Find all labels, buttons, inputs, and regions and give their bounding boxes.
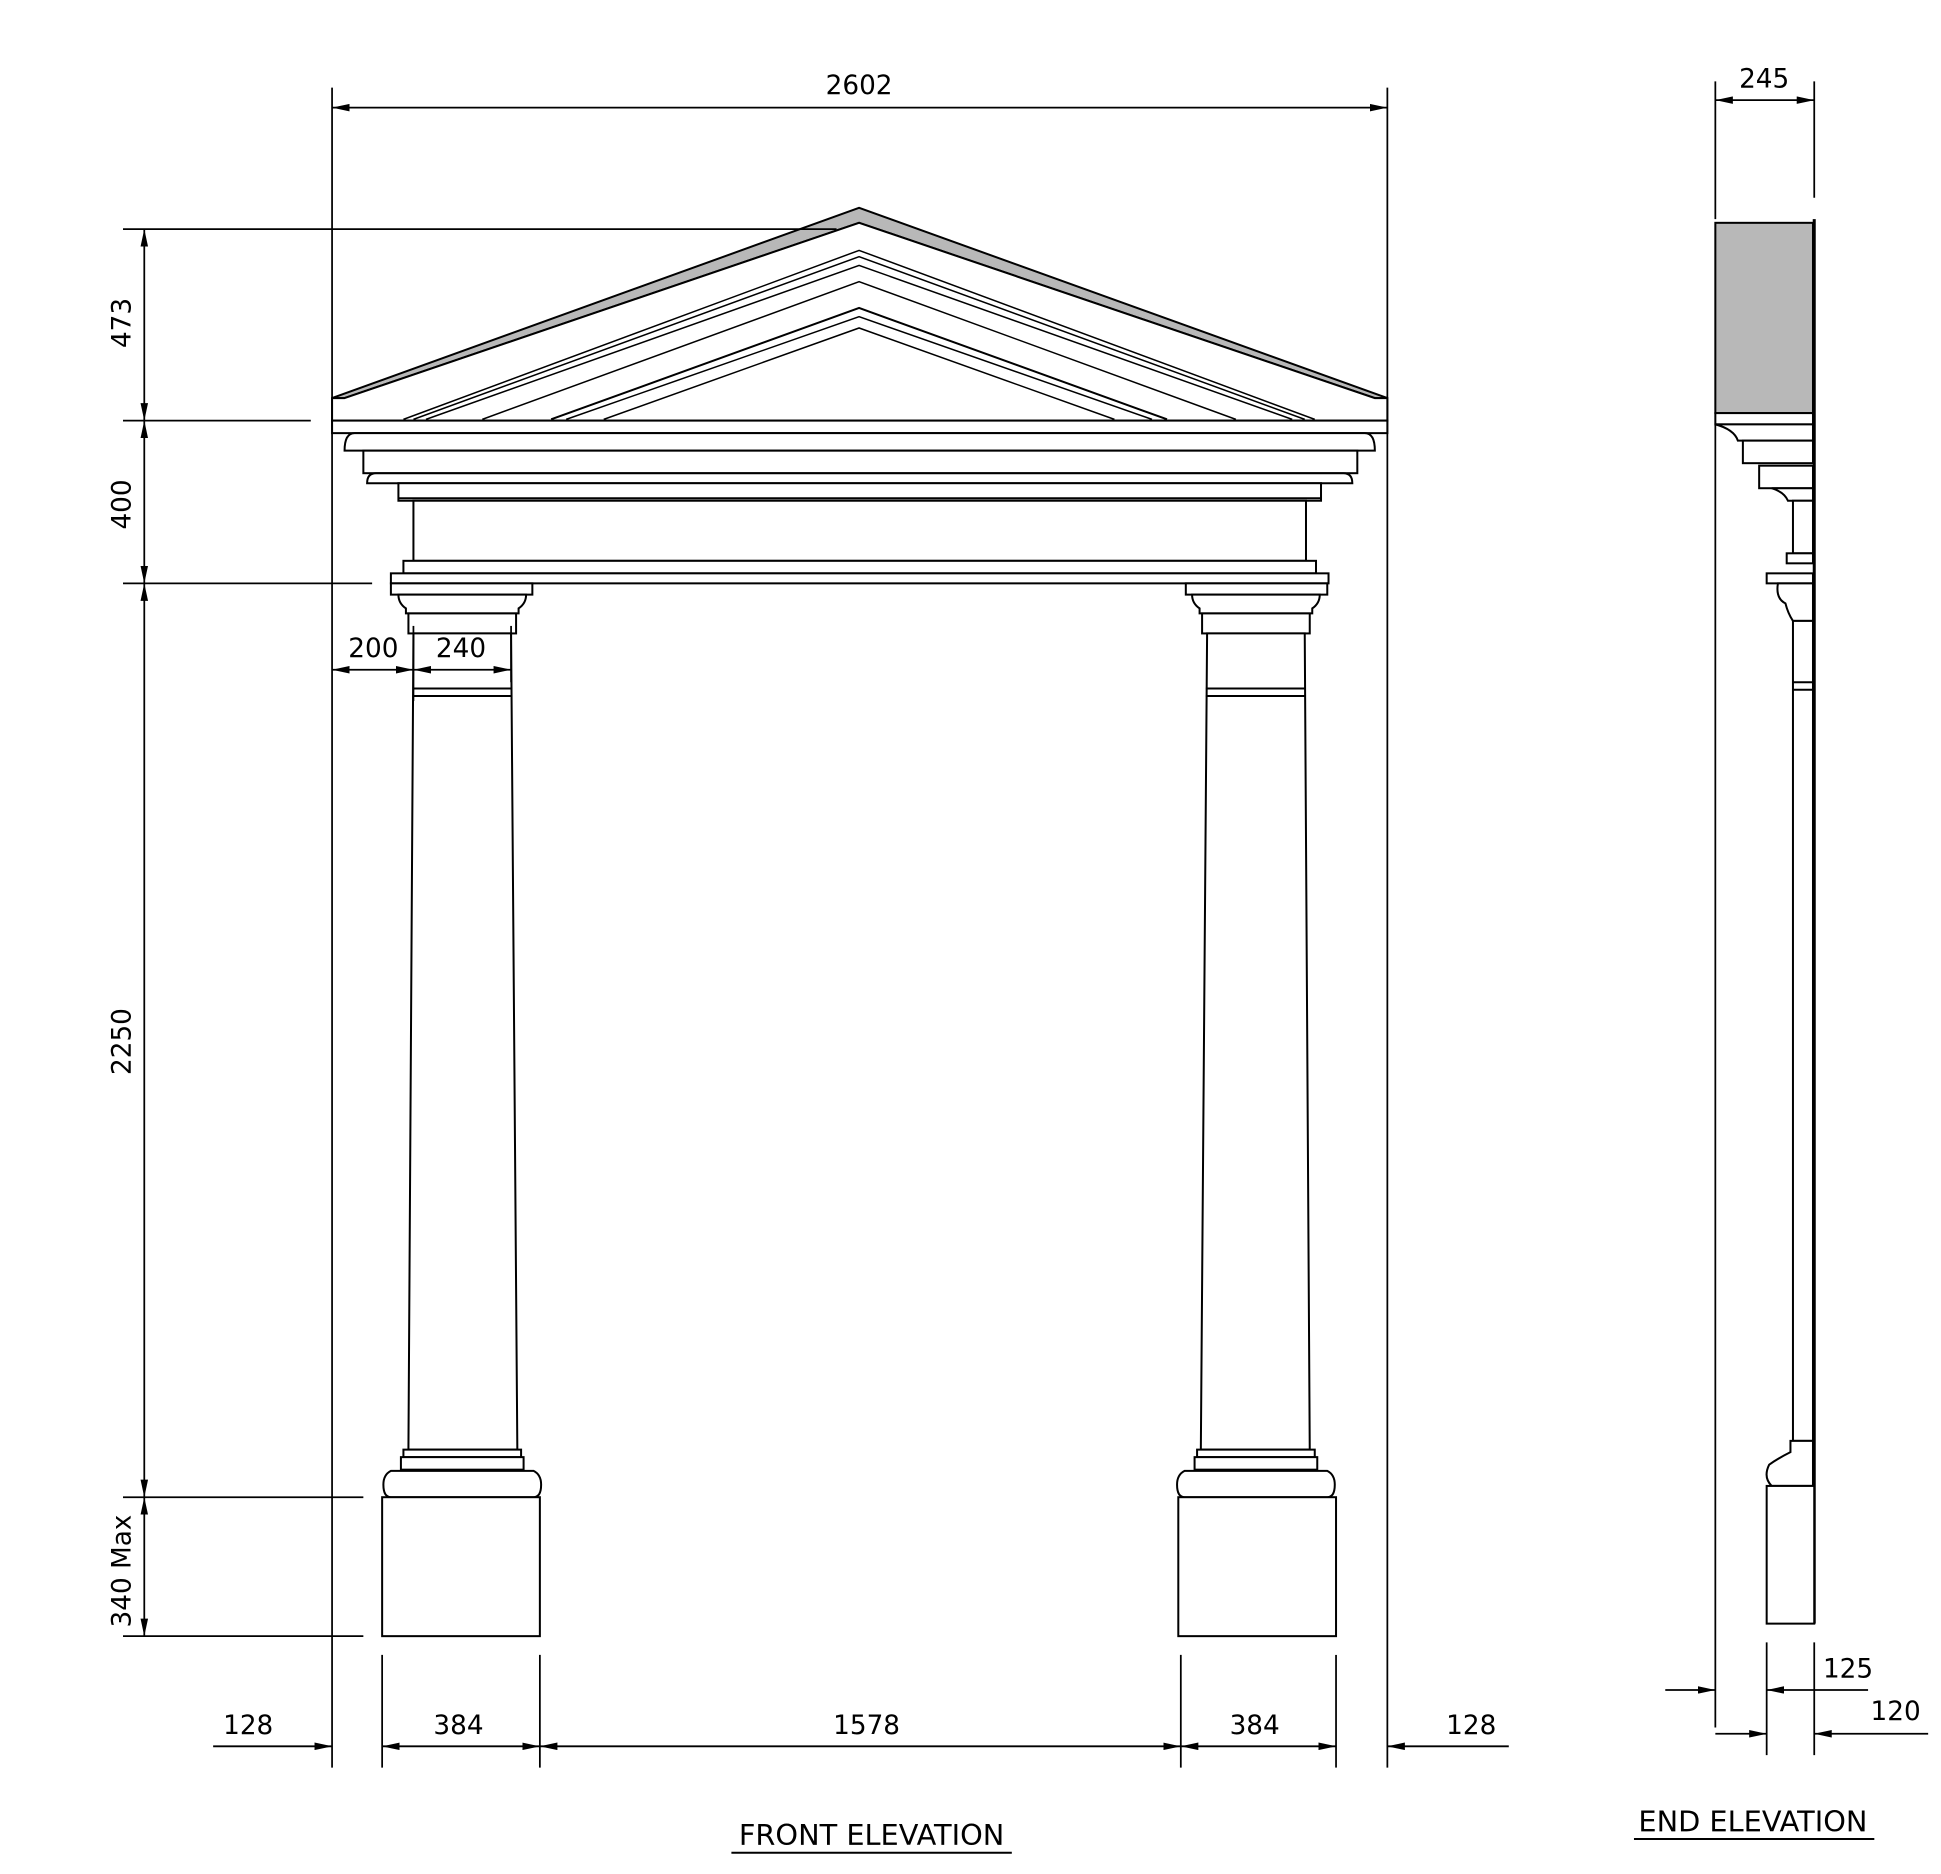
pedestal-depth-label: 125: [1823, 1654, 1873, 1684]
pedestal-right-label: 384: [1230, 1711, 1280, 1741]
end-bottom-dimensions: 125 120: [1665, 1642, 1929, 1756]
capital-dimensions: 200 240: [332, 625, 512, 702]
bottom-dimensions: 128 384 1578 384 128: [213, 1654, 1509, 1768]
right-pedestal: [1177, 1496, 1338, 1638]
vertical-dimensions: 473 400 2250 340 Max: [108, 228, 837, 1638]
end-elevation-title: END ELEVATION: [1638, 1804, 1867, 1838]
left-pedestal: [381, 1496, 541, 1638]
opening-width-label: 1578: [833, 1711, 900, 1741]
side-right-label: 128: [1446, 1711, 1496, 1741]
plinth-height-label: 340 Max: [108, 1515, 138, 1628]
front-elevation-title: FRONT ELEVATION: [739, 1818, 1004, 1852]
depth-label: 245: [1739, 65, 1789, 95]
left-column: [381, 582, 543, 1638]
entablature: [331, 419, 1389, 585]
capital-projection-label: 200: [348, 634, 398, 664]
shaft-depth-label: 120: [1871, 1697, 1921, 1727]
end-profile: [1714, 219, 1816, 1728]
pediment-height-label: 473: [108, 298, 138, 348]
right-column: [1176, 582, 1338, 1638]
end-elevation: 245 125 12: [1633, 65, 1929, 1840]
overall-width-dimension: 2602: [331, 71, 1389, 1768]
pediment: [331, 206, 1389, 422]
front-elevation: 2602: [108, 71, 1509, 1854]
side-left-label: 128: [223, 1711, 273, 1741]
shaft-width-label: 240: [436, 634, 486, 664]
pedestal-left-label: 384: [433, 1711, 483, 1741]
overall-width-label: 2602: [826, 71, 893, 101]
column-height-label: 2250: [108, 1008, 138, 1075]
entablature-height-label: 400: [108, 479, 138, 529]
